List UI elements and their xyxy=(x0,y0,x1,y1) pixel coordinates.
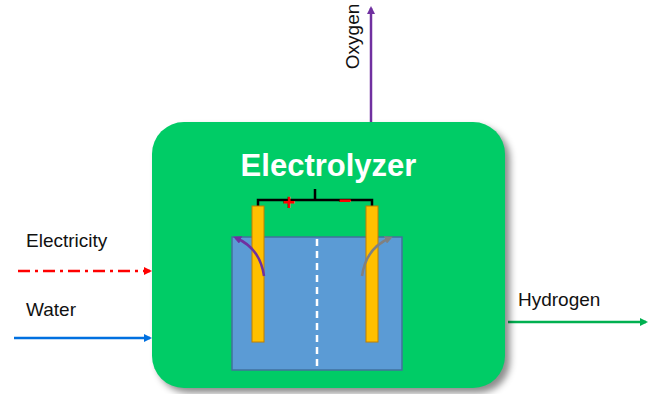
electrolyzer-box: Electrolyzer xyxy=(152,122,505,388)
polarity-sign: + xyxy=(283,191,296,215)
membrane xyxy=(316,239,319,370)
output-label: Hydrogen xyxy=(518,290,600,311)
node-title: Electrolyzer xyxy=(152,148,505,184)
output-label: Oxygen xyxy=(344,3,365,68)
cathode xyxy=(366,206,378,342)
water-arrow xyxy=(14,337,150,340)
oxygen-bubble-arrow xyxy=(236,238,264,276)
hydrogen-arrow xyxy=(508,321,646,324)
input-label: Water xyxy=(26,300,76,321)
wire xyxy=(258,189,372,206)
anode xyxy=(252,206,264,342)
oxygen-arrow xyxy=(370,8,373,124)
polarity-sign: − xyxy=(339,189,352,213)
electricity-arrow xyxy=(18,270,150,273)
input-label: Electricity xyxy=(26,231,107,252)
hydrogen-bubble-arrow xyxy=(362,238,390,276)
